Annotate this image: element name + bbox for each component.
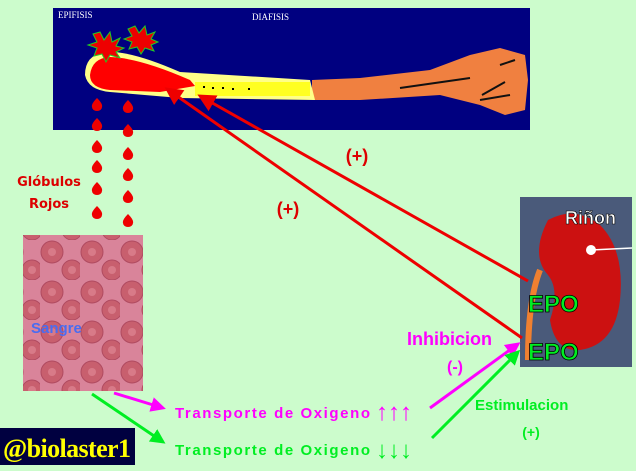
bone-epiphysis-icon (90, 57, 195, 92)
epo-to-marrow-arrow (164, 87, 523, 340)
blood-drop-icon (122, 168, 134, 181)
diaphysis-label: DIAFISIS (252, 12, 289, 22)
stimulation-label: Estimulacion (475, 397, 568, 414)
inhibition-sign: (-) (447, 359, 463, 376)
stimulation-sign: (+) (522, 424, 540, 440)
blood-drop-icon (122, 100, 134, 113)
plus-label-lower: (+) (277, 199, 300, 219)
blood-drop-icon (91, 206, 103, 219)
burst-icon (122, 24, 160, 55)
blood-drop-icon (122, 190, 134, 203)
epo-label-top: EPO (528, 291, 579, 318)
arrows-up: ↑↑↑ (376, 399, 412, 426)
blood-drop-icon (122, 214, 134, 227)
burst-icon (86, 30, 126, 64)
inhibition-label: Inhibicion (407, 329, 492, 349)
blood-drop-icon (91, 182, 103, 195)
blood-image: Sangre (23, 235, 143, 391)
red-cells-label-2: Rojos (29, 197, 69, 212)
blood-label: Sangre (31, 320, 82, 337)
blood-drop-icon (91, 98, 103, 111)
oxygen-high-label: Transporte de Oxigeno (175, 405, 370, 422)
kidney-label: Riñon (565, 208, 616, 228)
kidney-image: Riñon EPO EPO (520, 197, 633, 367)
blood-drops (91, 98, 134, 227)
stimulation-arrow (430, 349, 521, 440)
inhibition-arrow (429, 342, 521, 410)
epo-to-marrow-arrow (197, 94, 529, 283)
plus-label-upper: (+) (346, 146, 369, 166)
blood-to-oxygen-low-arrow (91, 392, 166, 444)
blood-drop-icon (91, 160, 103, 173)
blood-drop-icon (122, 147, 134, 160)
oxygen-low-label: Transporte de Oxigeno (175, 442, 370, 459)
watermark-text: @biolaster1 (3, 434, 131, 463)
watermark: @biolaster1 (0, 428, 135, 465)
epiphysis-label: EPIFISIS (58, 10, 93, 20)
red-cells-label: Glóbulos (17, 175, 81, 190)
epo-label-bottom: EPO (528, 339, 579, 366)
blood-drop-icon (91, 140, 103, 153)
blood-to-oxygen-high-arrow (113, 391, 166, 412)
arrows-down: ↓↓↓ (376, 437, 412, 464)
bone-diaphysis-icon (312, 48, 528, 115)
ureter-icon (525, 268, 543, 361)
blood-drop-icon (122, 124, 134, 137)
blood-drop-icon (91, 118, 103, 131)
kidney-icon (539, 213, 621, 351)
